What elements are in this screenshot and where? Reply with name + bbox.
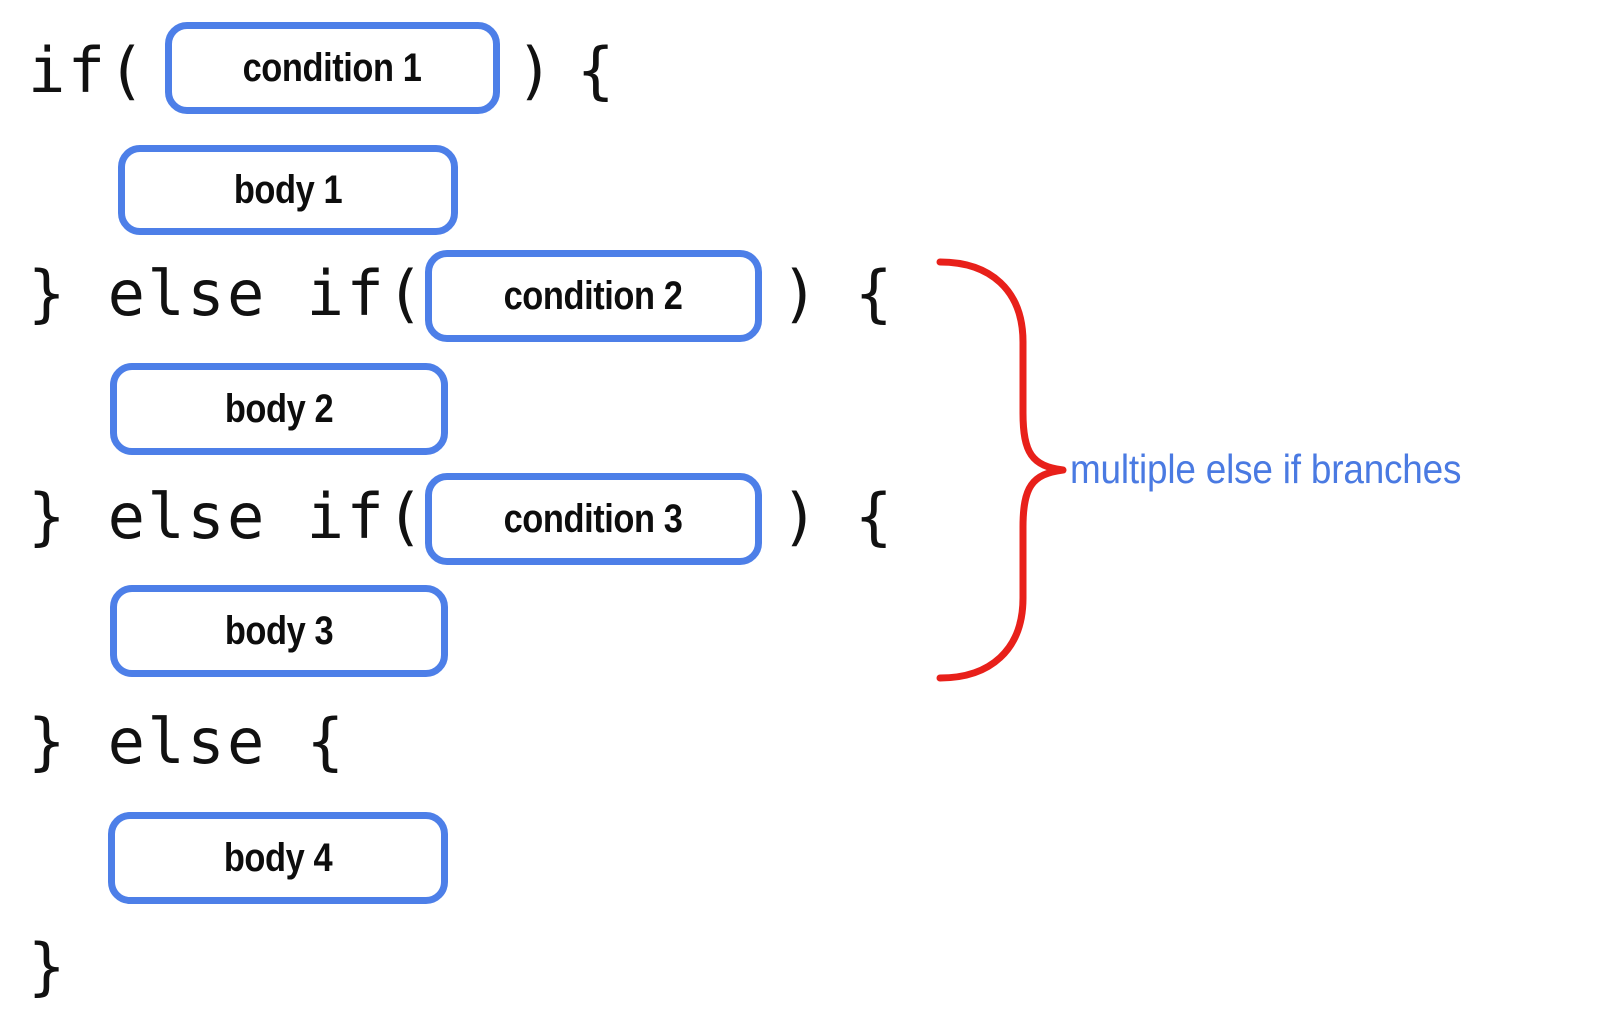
annotation-label: multiple else if branches bbox=[1070, 446, 1462, 492]
box-body-4[interactable]: body 4 bbox=[108, 812, 448, 904]
box-body-2[interactable]: body 2 bbox=[110, 363, 448, 455]
box-condition-1-label: condition 1 bbox=[243, 45, 422, 90]
box-condition-3[interactable]: condition 3 bbox=[425, 473, 762, 565]
box-body-4-label: body 4 bbox=[223, 835, 333, 880]
box-body-1-label: body 1 bbox=[233, 167, 343, 212]
brace-path bbox=[936, 258, 1067, 682]
code-token-if-open: if( bbox=[28, 34, 148, 107]
code-token-open-brace-1: { bbox=[577, 34, 617, 107]
box-body-2-label: body 2 bbox=[224, 386, 334, 431]
code-token-else-if-1: } else if( bbox=[28, 257, 427, 330]
box-condition-3-label: condition 3 bbox=[504, 496, 683, 541]
code-token-open-brace-3: { bbox=[855, 480, 895, 553]
code-token-close-brace-final: } bbox=[28, 930, 68, 1003]
code-token-close-paren-2: ) bbox=[781, 257, 821, 330]
code-token-open-brace-2: { bbox=[855, 257, 895, 330]
box-condition-2-label: condition 2 bbox=[504, 273, 683, 318]
code-token-else-if-2: } else if( bbox=[28, 480, 427, 553]
box-body-3[interactable]: body 3 bbox=[110, 585, 448, 677]
box-body-1[interactable]: body 1 bbox=[118, 145, 458, 235]
brace-svg bbox=[936, 258, 1067, 682]
code-token-else: } else { bbox=[28, 705, 347, 778]
code-token-close-paren-1: ) bbox=[516, 34, 556, 107]
code-token-close-paren-3: ) bbox=[781, 480, 821, 553]
annotation-brace bbox=[920, 245, 1090, 705]
box-condition-2[interactable]: condition 2 bbox=[425, 250, 762, 342]
box-body-3-label: body 3 bbox=[224, 608, 334, 653]
box-condition-1[interactable]: condition 1 bbox=[165, 22, 500, 114]
